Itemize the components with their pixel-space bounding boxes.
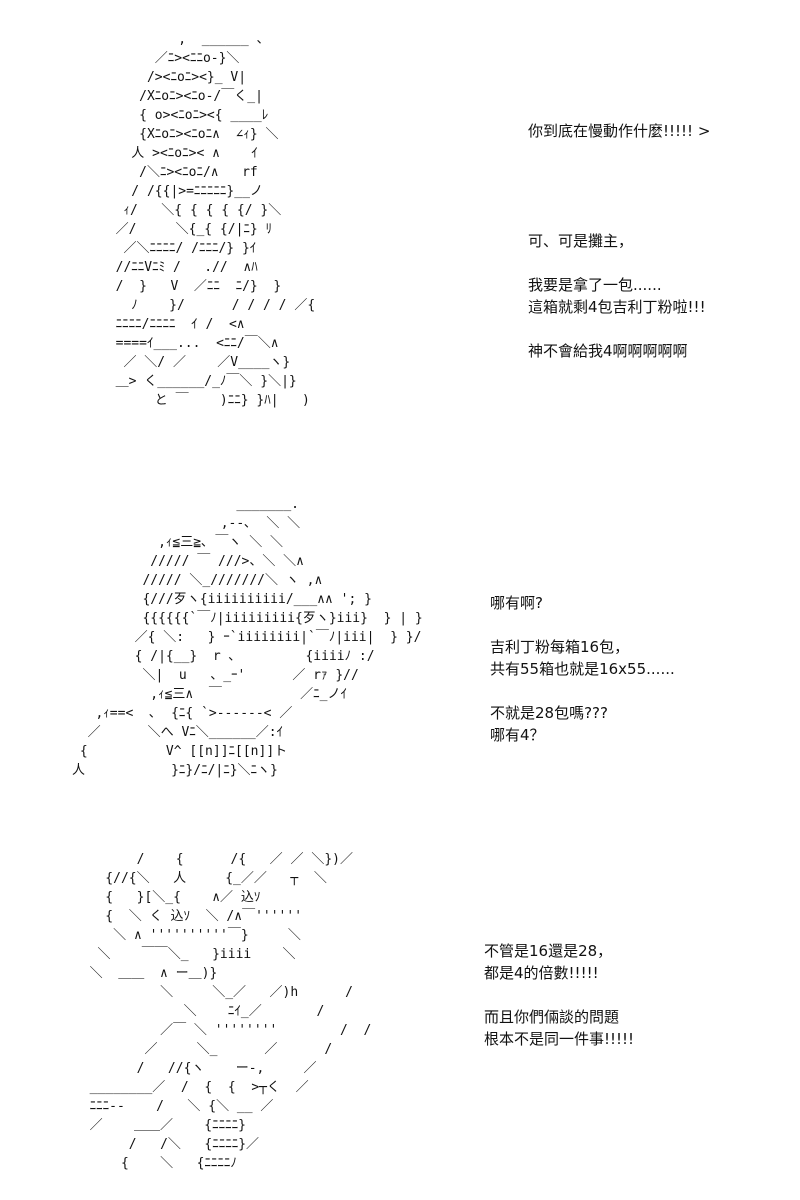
ascii-art-panel-3: / { /{ ／ ／ ＼})／ {//{＼ 人 {_／／ ┬ ＼ { }[＼_{… [89, 852, 372, 1171]
dialogue-line: 你到底在慢動作什麼!!!!! > [528, 122, 711, 140]
ascii-art-panel-2: _______. ,--､ ＼ ＼ ,ｨ≦三≧､ ￣ヽ ＼ ＼ ///// ￣ … [72, 497, 423, 778]
dialogue-line: 這箱就剩4包吉利丁粉啦!!! [528, 298, 706, 316]
dialogue-line: 共有55箱也就是16x55...... [490, 660, 675, 678]
dialogue-line: 都是4的倍數!!!!! [484, 964, 599, 982]
ascii-art-panel-1: , ______ 、 ／ﾆ><ﾆﾆo-}＼ /><ﾆoﾆ><}_ V| /Xﾆo… [115, 32, 316, 408]
dialogue-line: 不管是16還是28， [484, 942, 613, 960]
dialogue-line: 而且你們倆談的問題 [484, 1008, 620, 1026]
dialogue-line: 根本不是同一件事!!!!! [484, 1030, 635, 1048]
dialogue-line: 哪有啊? [490, 594, 543, 612]
dialogue-line: 可、可是攤主， [528, 232, 634, 250]
dialogue-line: 哪有4？ [490, 726, 545, 744]
dialogue-line: 吉利丁粉每箱16包， [490, 638, 630, 656]
dialogue-line: 我要是拿了一包...... [528, 276, 662, 294]
dialogue-line: 不就是28包嗎??? [490, 704, 608, 722]
dialogue-line: 神不會給我4啊啊啊啊啊 [528, 342, 688, 360]
